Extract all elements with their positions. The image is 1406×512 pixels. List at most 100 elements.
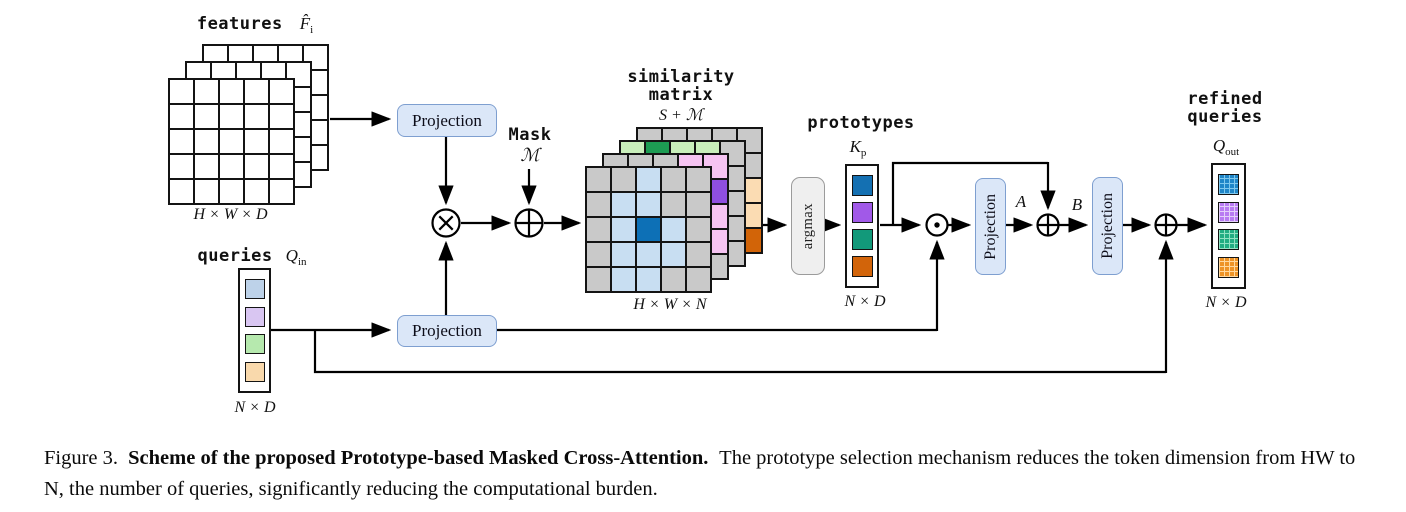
token-cell [1218,256,1239,278]
prototypes-label: prototypes [807,113,915,133]
token-cell [244,279,265,299]
branch-label-b: B [1071,195,1083,214]
token-cell [851,256,873,277]
similarity-dims: H × W × N [633,296,707,313]
token-cell [244,334,265,355]
grid-cell [662,218,685,241]
grid-cell [245,180,268,203]
wire-lines [271,111,1208,374]
token-cell [1218,229,1239,251]
queries-label: queries Qin [172,246,332,268]
queries-symbol: Qin [285,246,307,268]
refined-queries-label: refined queries [1187,89,1263,127]
grid-cell [270,80,293,103]
prototypes-symbol: Kp [849,137,867,159]
grid-cell [687,193,710,216]
similarity-label: similarity matrix S + ℳ [600,68,762,125]
grid-cell [170,130,193,153]
features-tensor [168,44,331,207]
refined-queries-column [1211,163,1246,289]
refined-queries-symbol: Qout [1212,136,1240,158]
grid-cell [220,155,243,178]
features-label-text: features [196,14,283,34]
mask-label: Mask [508,125,552,145]
grid-cell [587,193,610,216]
grid-cell [612,193,635,216]
token-cell [1218,201,1239,223]
grid-cell [245,155,268,178]
token-cell [851,175,873,196]
mask-symbol: ℳ [520,145,540,165]
queries-column [238,268,271,393]
queries-label-text: queries [197,246,273,266]
grid-cell [687,268,710,291]
grid-cell [662,243,685,266]
mask-add-operator-icon [514,208,544,238]
grid-cell [170,80,193,103]
grid-cell [170,180,193,203]
projection-box-a: Projection [975,178,1006,275]
grid-cell [270,105,293,128]
grid-cell [220,130,243,153]
grid-cell [612,243,635,266]
grid-cell [245,80,268,103]
similarity-formula: S + ℳ [659,107,703,124]
grid-cell [270,180,293,203]
grid-cell [587,218,610,241]
similarity-matrix-tensor [585,127,764,294]
token-cell [851,202,873,223]
grid-cell [270,130,293,153]
grid-cell [587,243,610,266]
token-cell [1218,174,1239,195]
branch-label-a: A [1015,192,1027,211]
grid-cell [195,80,218,103]
argmax-box: argmax [791,177,825,275]
grid-cell [220,105,243,128]
projection-box-queries: Projection [397,315,497,347]
caption-figure-label: Figure 3. [44,447,119,469]
grid-cell [637,218,660,241]
projection-box-b: Projection [1092,177,1123,275]
grid-cell [170,155,193,178]
features-dims: H × W × D [193,206,268,223]
queries-dims: N × D [234,399,276,416]
grid-cell [220,180,243,203]
grid-cell [637,168,660,191]
grid-cell [687,218,710,241]
grid-cell [195,105,218,128]
grid-cell [612,268,635,291]
grid-cell [637,268,660,291]
refined-queries-dims: N × D [1205,294,1247,311]
grid-cell [662,268,685,291]
tensor-layer [585,166,712,293]
features-symbol: F̂i [299,14,314,36]
grid-cell [587,168,610,191]
grid-cell [662,193,685,216]
figure-caption: Figure 3. Scheme of the proposed Prototy… [44,443,1376,505]
grid-cell [687,243,710,266]
grid-cell [687,168,710,191]
grid-cell [612,218,635,241]
grid-cell [637,193,660,216]
grid-cell [195,130,218,153]
projection-box-features: Projection [397,104,497,137]
grid-cell [637,243,660,266]
add-a-operator-icon [1036,213,1060,237]
hadamard-operator-icon [925,213,949,237]
grid-cell [195,155,218,178]
grid-cell [612,168,635,191]
caption-bold-title: Scheme of the proposed Prototype-based M… [128,447,709,469]
prototypes-dims: N × D [844,293,886,310]
features-label: features F̂i [150,14,360,36]
token-cell [244,306,265,327]
token-cell [851,229,873,250]
prototypes-column [845,164,879,288]
matmul-operator-icon [431,208,461,238]
grid-cell [270,155,293,178]
grid-cell [170,105,193,128]
grid-cell [662,168,685,191]
grid-cell [587,268,610,291]
caption-body: The prototype selection mechanism reduce… [44,447,1356,500]
